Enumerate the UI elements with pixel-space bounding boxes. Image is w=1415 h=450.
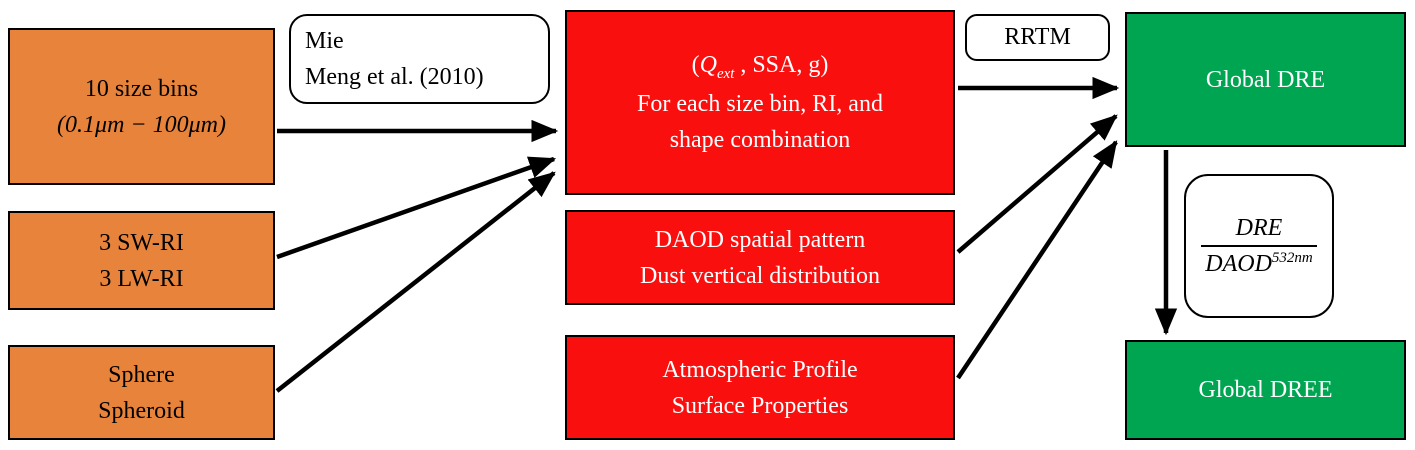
optics-q-symbol: Q xyxy=(699,52,717,79)
ri-lw-line: 3 LW-RI xyxy=(99,265,184,292)
arrow-atmosphere-to-dre xyxy=(956,140,1118,380)
global-dree-label: Global DREE xyxy=(1198,377,1333,403)
process-box-daod: DAOD spatial pattern Dust vertical distr… xyxy=(565,210,955,305)
fraction-denominator-superscript: 532nm xyxy=(1271,249,1313,266)
arrow-ri-to-optics xyxy=(276,156,557,260)
fraction-numerator: DRE xyxy=(1201,215,1317,247)
size-bins-range: (0.1μm − 100μm) xyxy=(57,111,226,138)
optics-line1-rest: , SSA, g) xyxy=(734,52,829,79)
shape-spheroid-line: Spheroid xyxy=(98,397,185,424)
optics-line1: (Qext , SSA, g) xyxy=(692,47,829,85)
input-box-refractive-index: 3 SW-RI 3 LW-RI xyxy=(8,211,275,310)
input-box-shape: Sphere Spheroid xyxy=(8,345,275,440)
optics-paren: ( xyxy=(691,52,700,79)
arrow-daod-to-dre xyxy=(956,114,1118,254)
daod-line1: DAOD spatial pattern xyxy=(654,226,866,253)
mie-line1: Mie xyxy=(305,28,344,54)
arrow-shape-to-optics xyxy=(275,171,556,393)
output-box-global-dree: Global DREE xyxy=(1125,340,1406,440)
ri-sw-line: 3 SW-RI xyxy=(99,229,184,256)
process-box-atmosphere: Atmospheric Profile Surface Properties xyxy=(565,335,955,440)
optics-line3: shape combination xyxy=(669,126,851,153)
dre-daod-fraction: DRE DAOD532nm xyxy=(1201,215,1317,278)
optics-line2: For each size bin, RI, and xyxy=(637,90,883,117)
rrtm-text: RRTM xyxy=(1004,24,1071,50)
size-bins-line1: 10 size bins xyxy=(84,75,199,102)
mie-method-label: Mie Meng et al. (2010) xyxy=(289,14,550,104)
global-dre-label: Global DRE xyxy=(1205,66,1326,93)
atmosphere-line2: Surface Properties xyxy=(671,392,849,419)
shape-sphere-line: Sphere xyxy=(108,361,175,388)
dre-daod-ratio-label: DRE DAOD532nm xyxy=(1184,174,1334,318)
atmosphere-line1: Atmospheric Profile xyxy=(662,356,858,383)
fraction-denominator-base: DAOD xyxy=(1205,250,1272,277)
process-box-optical-properties: (Qext , SSA, g) For each size bin, RI, a… xyxy=(565,10,955,195)
fraction-denominator: DAOD532nm xyxy=(1201,247,1317,278)
mie-line2: Meng et al. (2010) xyxy=(305,64,484,90)
optics-q-subscript: ext xyxy=(716,66,735,83)
output-box-global-dre: Global DRE xyxy=(1125,12,1406,147)
daod-line2: Dust vertical distribution xyxy=(640,262,880,289)
input-box-size-bins: 10 size bins (0.1μm − 100μm) xyxy=(8,28,275,185)
rrtm-method-label: RRTM xyxy=(965,14,1110,61)
